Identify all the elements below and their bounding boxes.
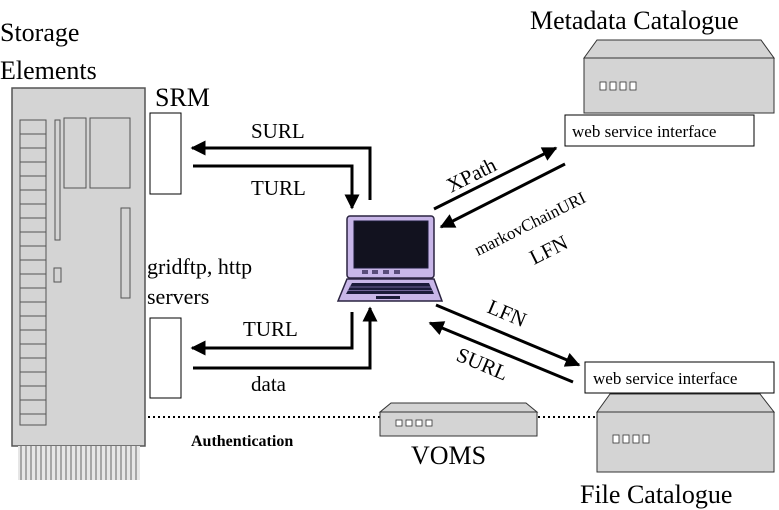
metadata-catalogue-server	[583, 39, 775, 114]
metadata-web-service-box	[564, 114, 755, 147]
lfn-metadata-label: LFN	[525, 230, 571, 269]
turl-arrow-to-server	[190, 312, 354, 356]
laptop-icon	[336, 215, 444, 302]
data-arrow-to-client	[193, 306, 378, 370]
server-arrows	[190, 306, 378, 370]
surl-file-label: SURL	[453, 342, 512, 385]
xpath-arrow	[433, 146, 558, 211]
servers-label-line2: servers	[147, 284, 209, 309]
storage-title-line1: Storage	[0, 18, 79, 47]
metadata-arrows	[433, 146, 566, 229]
srm-arrows	[190, 140, 372, 210]
storage-slots	[19, 119, 47, 426]
servers-box	[149, 317, 182, 399]
voms-server	[378, 402, 539, 437]
data-label: data	[251, 372, 287, 396]
lfn-file-label: LFN	[484, 294, 530, 332]
authentication-label: Authentication	[191, 433, 293, 450]
surl-top-label: SURL	[251, 119, 305, 143]
file-catalogue-server	[596, 393, 776, 473]
file-web-service-label: web service interface	[593, 369, 737, 388]
srm-box	[149, 112, 182, 195]
voms-label: VOMS	[411, 441, 486, 470]
storage-elements-rack	[11, 87, 146, 480]
file-catalogue-arrows	[428, 303, 581, 384]
srm-label: SRM	[155, 83, 210, 112]
turl-arrow-to-client	[193, 164, 360, 210]
storage-title-line2: Elements	[0, 56, 97, 85]
markov-arrow	[439, 162, 566, 229]
file-web-service-box	[584, 361, 775, 394]
metadata-web-service-label: web service interface	[572, 122, 716, 141]
surl-arrow-to-srm	[190, 140, 372, 200]
servers-label-line1: gridftp, http	[147, 254, 252, 279]
turl-bottom-label: TURL	[243, 317, 298, 341]
storage-rack-feet	[18, 446, 140, 480]
surl-arrow-from-file-catalogue	[428, 321, 574, 384]
turl-top-label: TURL	[251, 176, 306, 200]
file-catalogue-title: File Catalogue	[580, 480, 732, 509]
lfn-arrow-to-file-catalogue	[435, 303, 581, 367]
metadata-catalogue-title: Metadata Catalogue	[530, 6, 739, 35]
